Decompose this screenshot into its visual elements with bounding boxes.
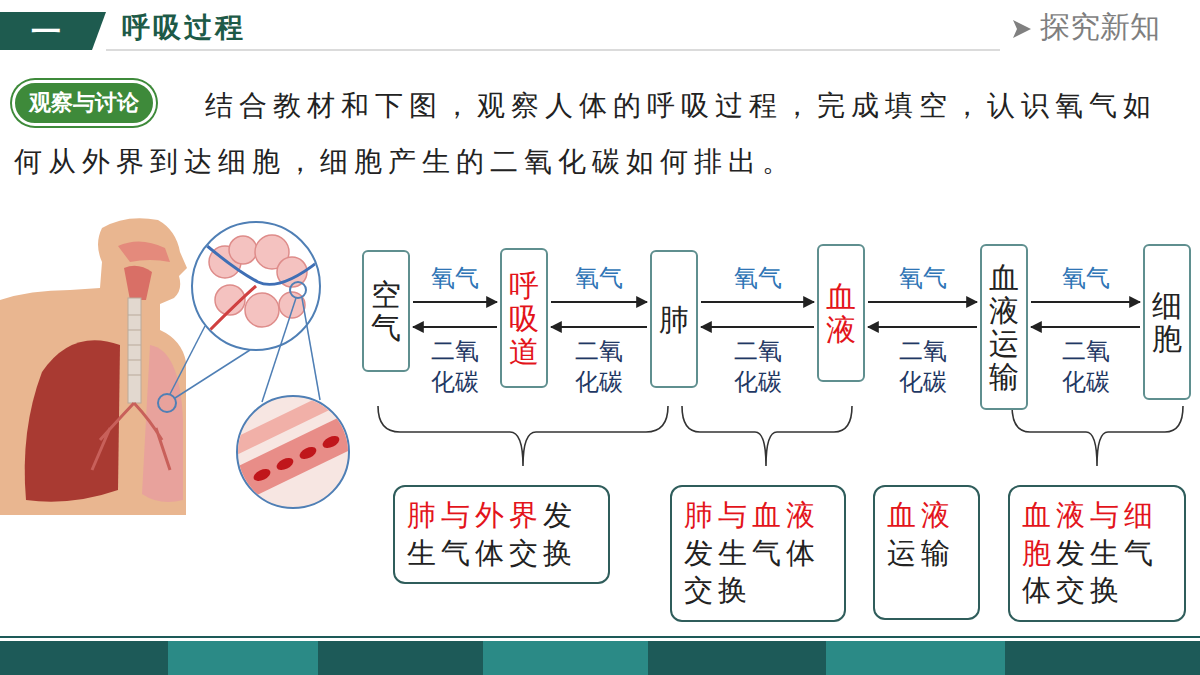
stage-box: 血液与细胞发生气体交换 [1008, 485, 1186, 622]
arrow-label-text: 氧气 [899, 264, 947, 292]
flow-arrow [868, 326, 977, 328]
arrow-label: 二氧 化碳 [895, 336, 951, 398]
node-text: 细胞 [1152, 289, 1182, 355]
arrow-label-text: 氧气 [431, 264, 479, 292]
node-text: 肺与外界 [407, 498, 543, 532]
slide-title: 呼吸过程 [122, 9, 246, 47]
flow-arrow [1031, 326, 1140, 328]
arrow-label: 氧气 [895, 263, 951, 294]
flow-arrow [701, 326, 814, 328]
footer-bar [0, 636, 1200, 675]
stage-box: 肺与血液发生气体交换 [670, 485, 846, 622]
arrow-label: 二氧 化碳 [1058, 336, 1114, 398]
arrow-label-text: 二氧 化碳 [1062, 337, 1110, 396]
process-box: 肺 [650, 250, 698, 388]
arrow-label-text: 二氧 化碳 [899, 337, 947, 396]
capillary-magnifier [230, 382, 350, 508]
flow-arrow [1031, 301, 1140, 303]
node-text: 发生气体交换 [684, 536, 820, 608]
arrow-label-text: 二氧 化碳 [431, 337, 479, 396]
arrow-label-text: 氧气 [575, 264, 623, 292]
node-text: 空气 [371, 278, 401, 344]
human-figure [0, 218, 250, 515]
instruction-text: 结合教材和下图，观察人体的呼吸过程，完成填空，认识氧气如何从外界到达细胞，细胞产… [14, 78, 1174, 190]
arrow-label: 二氧 化碳 [427, 336, 483, 398]
flow-arrow [551, 326, 647, 328]
header-rule [106, 49, 1000, 51]
node-text: 肺与血液 [684, 498, 820, 532]
arrow-label: 氧气 [427, 263, 483, 294]
arrow-label-text: 氧气 [734, 264, 782, 292]
node-text: 观察与讨论 [29, 90, 139, 115]
arrow-label-text: 二氧 化碳 [734, 337, 782, 396]
process-box: 细胞 [1143, 244, 1191, 400]
arrow-label: 氧气 [571, 263, 627, 294]
alveoli-magnifier [192, 222, 320, 402]
process-box: 空气 [362, 250, 410, 372]
section-tab: 探究新知 [1040, 7, 1160, 48]
section-number: 一 [0, 12, 106, 52]
process-box: 血液 [817, 244, 865, 382]
arrow-label: 二氧 化碳 [730, 336, 786, 398]
flow-arrow [413, 326, 497, 328]
flow-arrow [701, 301, 814, 303]
arrow-label: 二氧 化碳 [571, 336, 627, 398]
node-text: 一 [31, 12, 75, 53]
flow-arrow [868, 301, 977, 303]
arrow-label-text: 氧气 [1062, 264, 1110, 292]
flow-arrow [551, 301, 647, 303]
process-box: 呼吸道 [500, 248, 548, 388]
arrow-label-text: 二氧 化碳 [575, 337, 623, 396]
node-text: 血液运输 [989, 261, 1019, 393]
stage-box: 肺与外界发生气体交换 [393, 485, 610, 584]
arrow-label: 氧气 [730, 263, 786, 294]
node-text: 肺 [659, 303, 689, 336]
arrow-label: 氧气 [1058, 263, 1114, 294]
node-text: 血液 [826, 280, 856, 346]
process-box: 血液运输 [980, 244, 1028, 410]
tab-arrow [1013, 20, 1031, 38]
stage-box: 血液运输 [873, 485, 980, 620]
node-text: 呼吸道 [509, 269, 539, 368]
node-text: 运输 [887, 536, 955, 570]
group-bracket [378, 406, 1183, 466]
node-text: 血液 [887, 498, 955, 532]
flow-arrow [413, 301, 497, 303]
activity-badge: 观察与讨论 [12, 80, 156, 126]
